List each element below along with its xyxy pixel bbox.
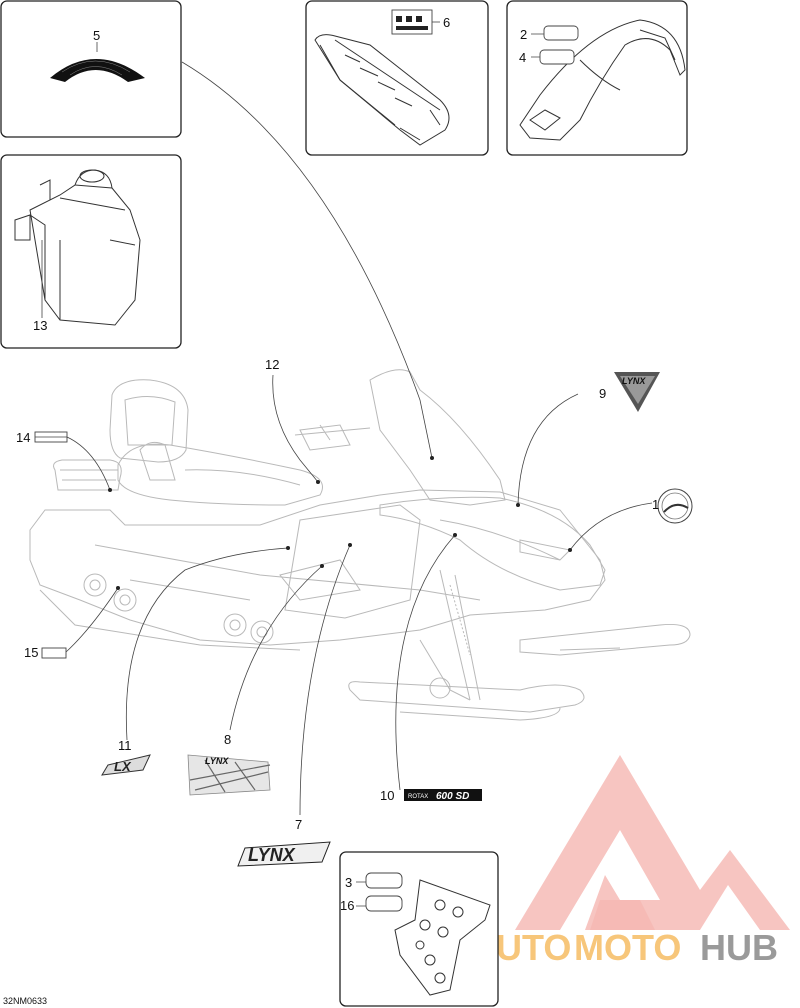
decal-1-round-badge [657, 488, 693, 524]
callout-11: 11 [118, 738, 132, 753]
decal-11-text: LX [114, 759, 132, 774]
decal-10-rotax-badge: ROTAX 600 SD [404, 789, 482, 802]
watermark-text-hub: HUB [700, 927, 778, 968]
decal-7-text: LYNX [248, 845, 296, 865]
watermark-logo: AUTO MOTO HUB [470, 755, 790, 968]
callout-3: 3 [345, 875, 352, 890]
callout-13: 13 [33, 318, 47, 333]
callout-6: 6 [443, 15, 450, 30]
callout-numbers: 1 2 3 4 5 6 7 8 9 10 11 12 13 14 15 16 [16, 15, 659, 913]
callout-16: 16 [340, 898, 354, 913]
callout-5: 5 [93, 28, 100, 43]
decal-15-blank [41, 647, 67, 659]
detail-box-bracket-3-16 [339, 851, 499, 1007]
callout-9: 9 [599, 386, 606, 401]
snowmobile-outline [29, 369, 691, 721]
callout-1: 1 [652, 497, 659, 512]
detail-box-seat-6 [305, 0, 489, 156]
callout-14: 14 [16, 430, 30, 445]
decal-8-text: LYNX [205, 756, 229, 766]
detail-box-fender-2-4 [506, 0, 688, 156]
callout-2: 2 [520, 27, 527, 42]
leader-lines [35, 61, 653, 816]
decal-9-text: LYNX [622, 376, 646, 386]
decal-9-lynx-emblem: LYNX [614, 372, 660, 412]
detail-box-oil-tank-13 [0, 154, 182, 349]
decal-8-stripe-graphic: LYNX [187, 754, 271, 796]
callout-7: 7 [295, 817, 302, 832]
callout-15: 15 [24, 645, 38, 660]
callout-10: 10 [380, 788, 394, 803]
callout-12: 12 [265, 357, 279, 372]
decal-7-lynx-wordmark: LYNX [237, 841, 331, 867]
detail-box-decal-5 [0, 0, 182, 138]
decal-10-text-small: ROTAX [408, 794, 428, 800]
decal-10-text-model: 600 SD [436, 791, 469, 802]
callout-4: 4 [519, 50, 526, 65]
drawing-code: 32NM0633 [3, 996, 47, 1006]
callout-8: 8 [224, 732, 231, 747]
watermark-text-moto: MOTO [574, 927, 681, 968]
decal-11-lx-badge: LX [101, 754, 151, 776]
